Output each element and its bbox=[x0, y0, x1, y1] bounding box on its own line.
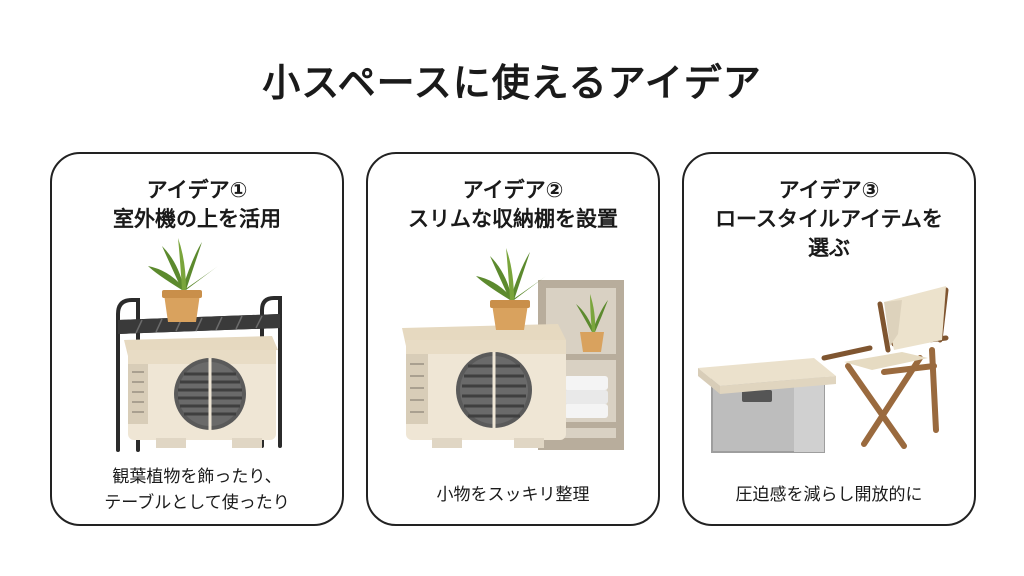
idea-card-2: アイデア② スリムな収納棚を設置 bbox=[366, 152, 660, 526]
card-heading-line: アイデア③ bbox=[778, 178, 880, 202]
card-heading-line: ロースタイルアイテムを bbox=[715, 207, 943, 231]
idea-card-3: アイデア③ ロースタイルアイテムを 選ぶ 圧迫感を減らし開放的に bbox=[682, 152, 976, 526]
card-heading-line: 室外機の上を活用 bbox=[113, 207, 281, 231]
card-heading: アイデア① 室外機の上を活用 bbox=[52, 176, 342, 234]
card-heading-line: スリムな収納棚を設置 bbox=[408, 207, 618, 231]
card-heading-line: 選ぶ bbox=[808, 236, 850, 260]
card-heading: アイデア② スリムな収納棚を設置 bbox=[368, 176, 658, 234]
card-heading-line: アイデア② bbox=[462, 178, 564, 202]
card-caption-line: 圧迫感を減らし開放的に bbox=[735, 485, 923, 505]
card-caption: 観葉植物を飾ったり、 テーブルとして使ったり bbox=[52, 464, 342, 516]
card-heading: アイデア③ ロースタイルアイテムを 選ぶ bbox=[684, 176, 974, 263]
page-title: 小スペースに使えるアイデア bbox=[262, 61, 762, 105]
low-table-chair-icon bbox=[698, 286, 949, 453]
card-caption-line: 小物をスッキリ整理 bbox=[436, 485, 590, 505]
card-caption-line: テーブルとして使ったり bbox=[104, 493, 290, 513]
card-heading-line: アイデア① bbox=[146, 178, 248, 202]
card-caption: 小物をスッキリ整理 bbox=[368, 482, 658, 508]
ac-unit-slim-shelf-icon bbox=[402, 248, 624, 450]
ac-unit-rack-plant-icon bbox=[116, 238, 282, 452]
card-caption-line: 観葉植物を飾ったり、 bbox=[112, 467, 282, 487]
card-caption: 圧迫感を減らし開放的に bbox=[684, 482, 974, 508]
idea-card-1: アイデア① 室外機の上を活用 bbox=[50, 152, 344, 526]
